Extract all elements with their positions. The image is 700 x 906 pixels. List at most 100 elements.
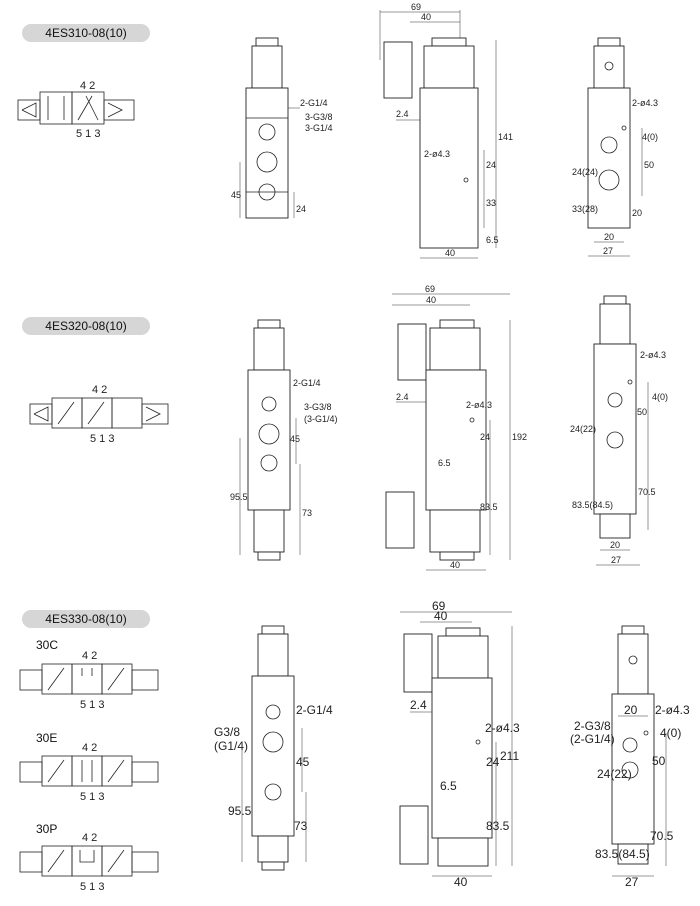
side-d-a: 24 <box>486 755 500 769</box>
rear-w-20top: 20 <box>624 703 638 717</box>
model-title-4es320: 4ES320-08(10) <box>22 317 150 335</box>
side-d-24: 2.4 <box>396 392 409 402</box>
valve-symbol-30p: 4 2 5 1 3 <box>19 832 159 893</box>
rear-view-310: 2-ø4.3 4(0) 50 24(24) 33(28) 20 20 27 <box>572 37 658 257</box>
front-port-a: 2-G1/4 <box>296 703 333 717</box>
side-hole: 2-ø4.3 <box>466 400 492 410</box>
front-port-b: 3-G3/8 <box>305 112 333 122</box>
rear-d-24: 24(22) <box>597 767 632 781</box>
rear-hole: 2-ø4.3 <box>632 98 658 108</box>
rear-view-320: 2-ø4.3 4(0) 50 24(22) 83.5(84.5) 70.5 20… <box>570 295 668 566</box>
variant-port-bottom: 5 1 3 <box>80 881 104 893</box>
side-w-bottom: 40 <box>454 875 468 889</box>
valve-symbol-310: 4 2 5 1 3 <box>17 80 135 140</box>
front-dim-73: 73 <box>294 819 308 833</box>
side-d-b: 33 <box>486 198 496 208</box>
side-w-total: 69 <box>411 2 421 12</box>
rear-d-24: 24(24) <box>572 167 598 177</box>
front-port-b: G3/8 <box>214 725 240 739</box>
rear-port2: (2-G1/4) <box>570 732 615 746</box>
rear-port: 2-G3/8 <box>574 719 611 733</box>
variant-port-bottom: 5 1 3 <box>80 791 104 803</box>
front-dim-95: 95.5 <box>228 804 252 818</box>
rear-d-50: 50 <box>644 160 654 170</box>
valve-symbol-30e: 4 2 5 1 3 <box>19 742 159 803</box>
side-hole: 2-ø4.3 <box>485 721 520 735</box>
variant-port-top: 4 2 <box>82 650 97 662</box>
rear-d-4: 4(0) <box>652 392 668 402</box>
rear-d-4: 4(0) <box>642 132 658 142</box>
rear-d-33: 33(28) <box>572 204 598 214</box>
rear-d-83: 83.5(84.5) <box>595 847 650 861</box>
rear-d-20v: 20 <box>632 208 642 218</box>
rear-w-27: 27 <box>611 555 621 565</box>
side-h-total: 192 <box>512 432 527 442</box>
side-d-24: 2.4 <box>410 698 427 712</box>
side-d-83: 83.5 <box>486 819 510 833</box>
front-port-c: (3-G1/4) <box>304 414 338 424</box>
front-dim-95: 95.5 <box>230 492 248 502</box>
side-w-top: 40 <box>434 609 448 623</box>
front-view-330: 2-G1/4 G3/8 (G1/4) 45 95.5 73 <box>214 625 333 871</box>
front-port-a: 2-G1/4 <box>293 378 321 388</box>
side-w-total: 69 <box>432 599 446 613</box>
front-dim-73: 73 <box>302 508 312 518</box>
side-w-bottom: 40 <box>450 560 460 570</box>
variant-label-30p: 30P <box>36 822 58 836</box>
side-d-83: 83.5 <box>480 502 498 512</box>
symbol-port-bottom: 5 1 3 <box>76 128 100 140</box>
side-d-a: 24 <box>486 160 496 170</box>
front-dim-45: 45 <box>296 755 310 769</box>
rear-d-83: 83.5(84.5) <box>572 500 613 510</box>
front-dim-45: 45 <box>231 190 241 200</box>
variant-port-top: 4 2 <box>82 742 97 754</box>
rear-w-27: 27 <box>603 246 613 256</box>
symbol-port-top: 4 2 <box>80 80 95 92</box>
side-hole: 2-ø4.3 <box>424 149 450 159</box>
model-title-4es310: 4ES310-08(10) <box>22 24 150 42</box>
front-port-b: 3-G3/8 <box>304 402 332 412</box>
rear-d-70: 70.5 <box>650 829 674 843</box>
variant-label-30c: 30C <box>36 638 59 652</box>
symbol-port-bottom: 5 1 3 <box>90 433 114 445</box>
front-port-c: 3-G1/4 <box>305 123 333 133</box>
rear-d-50: 50 <box>637 407 647 417</box>
variant-port-top: 4 2 <box>82 832 97 844</box>
model-title-4es330: 4ES330-08(10) <box>22 610 150 628</box>
rear-d-24: 24(22) <box>570 424 596 434</box>
front-port-a: 2-G1/4 <box>300 98 328 108</box>
side-w-bottom: 40 <box>445 248 455 258</box>
side-d-c: 6.5 <box>438 458 451 468</box>
side-view-310: 69 40 2.4 2-ø4.3 141 24 33 6.5 40 <box>379 2 513 259</box>
rear-d-4: 4(0) <box>660 726 681 740</box>
variant-port-bottom: 5 1 3 <box>80 699 104 711</box>
front-view-310: 2-G1/4 3-G3/8 3-G1/4 45 24 <box>231 37 333 219</box>
front-dim-45: 45 <box>290 434 300 444</box>
front-port-c: (G1/4) <box>214 739 248 753</box>
rear-hole: 2-ø4.3 <box>655 703 690 717</box>
side-view-320: 69 40 2.4 2-ø4.3 192 24 6.5 83.5 40 <box>385 284 527 571</box>
rear-w-27: 27 <box>625 875 639 889</box>
side-w-top: 40 <box>426 295 436 305</box>
symbol-port-top: 4 2 <box>92 384 107 396</box>
rear-w-20: 20 <box>604 232 614 242</box>
front-dim-24: 24 <box>296 204 306 214</box>
side-d-a: 24 <box>480 432 490 442</box>
side-w-top: 40 <box>421 12 431 22</box>
rear-d-70: 70.5 <box>638 487 656 497</box>
rear-hole: 2-ø4.3 <box>640 350 666 360</box>
front-view-320: 2-G1/4 3-G3/8 (3-G1/4) 45 95.5 73 <box>230 319 338 561</box>
rear-view-330: 2-G3/8 (2-G1/4) 20 2-ø4.3 4(0) 50 24(22)… <box>570 625 690 889</box>
variant-label-30e: 30E <box>36 731 58 745</box>
side-h-total: 211 <box>500 749 519 763</box>
rear-d-50: 50 <box>652 754 666 768</box>
rear-w-20: 20 <box>610 540 620 550</box>
valve-symbol-30c: 4 2 5 1 3 <box>19 650 159 711</box>
valve-symbol-320: 4 2 5 1 3 <box>29 384 169 445</box>
side-h-total: 141 <box>498 132 513 142</box>
side-view-330: 69 40 2.4 2-ø4.3 211 24 6.5 83.5 40 <box>399 599 520 889</box>
side-d-24: 2.4 <box>396 109 409 119</box>
side-d-c: 6.5 <box>486 235 499 245</box>
